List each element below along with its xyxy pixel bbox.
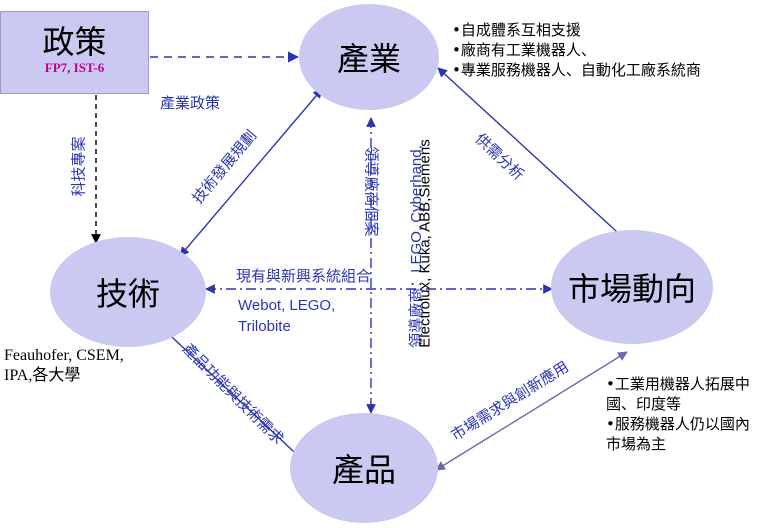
technology-notes: Feauhofer, CSEM, IPA,各大學: [4, 346, 124, 386]
edge-tech-industry: [179, 88, 323, 257]
industry-note-line: •自成體系互相支援: [452, 21, 581, 39]
technology-note-line: IPA,各大學: [4, 367, 81, 384]
market-node-label: 市場動向: [567, 270, 696, 308]
edge-tech-product: [155, 321, 311, 468]
edge-label-examples-line2: Trilobite: [238, 318, 291, 335]
industry-node: 產業: [299, 4, 439, 110]
market-notes: •工業用機器人拓展中 國、印度等 •服務機器人仍以國內 市場為主: [606, 374, 750, 454]
market-node: 市場動向: [551, 230, 713, 344]
policy-node: 政策 FP7, IST-6: [0, 11, 149, 94]
edge-product-market: [435, 351, 628, 471]
industry-node-label: 產業: [336, 40, 401, 78]
technology-node-label: 技術: [95, 275, 160, 313]
policy-node-label: 政策: [42, 23, 107, 61]
product-node-label: 產品: [331, 451, 396, 489]
market-note-line: •工業用機器人拓展中: [606, 375, 750, 393]
technology-note-line: Feauhofer, CSEM,: [4, 347, 124, 364]
leaders-list-line2: Electrolux, Kuka, ABB,Siemens: [416, 139, 434, 348]
edge-label-industry-policy: 產業政策: [160, 94, 221, 112]
market-note-line: 國、印度等: [606, 395, 682, 413]
edge-label-science-projects: 科技專案: [69, 136, 88, 197]
market-note-line: 市場為主: [606, 435, 667, 453]
industry-note-line: •專業服務機器人、自動化工廠系統商: [452, 61, 701, 79]
industry-note-line: •廠商有工業機器人、: [452, 41, 596, 59]
market-note-line: •服務機器人仍以國內: [606, 415, 750, 433]
policy-node-subtitle: FP7, IST-6: [44, 60, 105, 75]
edge-label-leader-cases: 領導廠商個案: [362, 146, 381, 237]
edge-industry-market: [437, 67, 629, 243]
industry-notes: •自成體系互相支援 •廠商有工業機器人、 •專業服務機器人、自動化工廠系統商: [452, 20, 701, 80]
edge-label-examples-line1: Webot, LEGO,: [238, 297, 336, 314]
technology-node: 技術: [50, 237, 206, 347]
product-node: 產品: [290, 413, 438, 523]
edge-label-system-combination: 現有與新興系統組合: [236, 267, 372, 285]
